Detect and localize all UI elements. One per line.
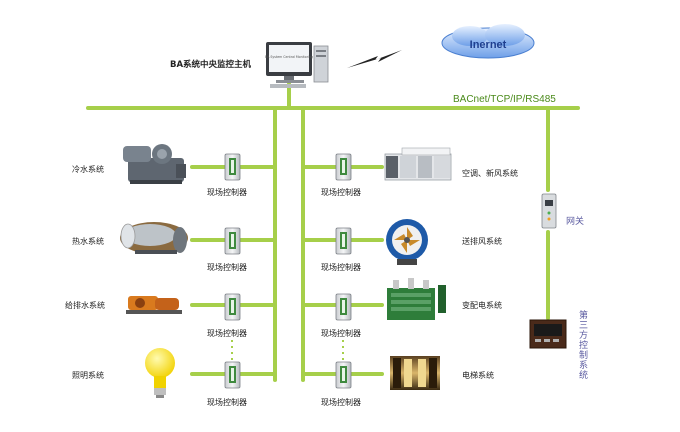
field-controller-right-2[interactable]	[335, 227, 352, 255]
controller-label-right-3: 现场控制器	[321, 329, 361, 338]
field-controller-left-2[interactable]	[224, 227, 241, 255]
host-screen-text: BA System Central Monitoring	[265, 55, 313, 59]
controller-label-left-2: 现场控制器	[207, 263, 247, 272]
controller-label-left-3: 现场控制器	[207, 329, 247, 338]
field-controller-right-4[interactable]	[335, 361, 352, 389]
controller-label-right-1: 现场控制器	[321, 188, 361, 197]
right-system-label-1: 空调、新风系统	[462, 169, 518, 178]
elevator-icon[interactable]	[390, 356, 440, 390]
chiller-icon[interactable]	[123, 144, 186, 184]
left-system-label-1: 冷水系统	[72, 165, 104, 174]
right-system-label-2: 送排风系统	[462, 237, 502, 246]
air-handler-icon[interactable]	[384, 147, 452, 181]
central-host-label: BA系统中央监控主机	[170, 60, 252, 70]
controller-label-right-4: 现场控制器	[321, 398, 361, 407]
right-system-label-4: 电梯系统	[462, 371, 494, 380]
transformer-icon[interactable]	[387, 278, 446, 320]
internet-cloud-icon[interactable]: Inernet	[441, 24, 535, 59]
controller-label-right-2: 现场控制器	[321, 263, 361, 272]
left-system-label-3: 给排水系统	[65, 301, 105, 310]
pump-icon[interactable]	[126, 296, 182, 314]
third-party-label: 第三方控制系统	[577, 310, 587, 380]
wireless-lightning-icon	[347, 50, 402, 68]
left-system-label-4: 照明系统	[72, 371, 104, 380]
fan-icon[interactable]	[386, 219, 428, 265]
right-system-label-3: 变配电系统	[462, 301, 502, 310]
field-controller-left-3[interactable]	[224, 293, 241, 321]
gateway-device-icon[interactable]	[541, 193, 557, 229]
boiler-icon[interactable]	[120, 222, 188, 254]
network-protocol-label: BACnet/TCP/IP/RS485	[453, 94, 556, 105]
field-controller-right-3[interactable]	[335, 293, 352, 321]
left-system-label-2: 热水系统	[72, 237, 104, 246]
controller-label-left-4: 现场控制器	[207, 398, 247, 407]
controller-label-left-1: 现场控制器	[207, 188, 247, 197]
internet-label: Inernet	[470, 39, 507, 51]
field-controller-right-1[interactable]	[335, 153, 352, 181]
third-party-device-icon[interactable]	[529, 319, 567, 349]
field-controller-left-1[interactable]	[224, 153, 241, 181]
controller-dotted-links	[231, 340, 344, 362]
field-controller-left-4[interactable]	[224, 361, 241, 389]
central-host-computer-icon[interactable]: BA System Central Monitoring	[265, 42, 329, 88]
gateway-label: 网关	[566, 217, 585, 227]
lightbulb-icon[interactable]	[145, 348, 175, 398]
